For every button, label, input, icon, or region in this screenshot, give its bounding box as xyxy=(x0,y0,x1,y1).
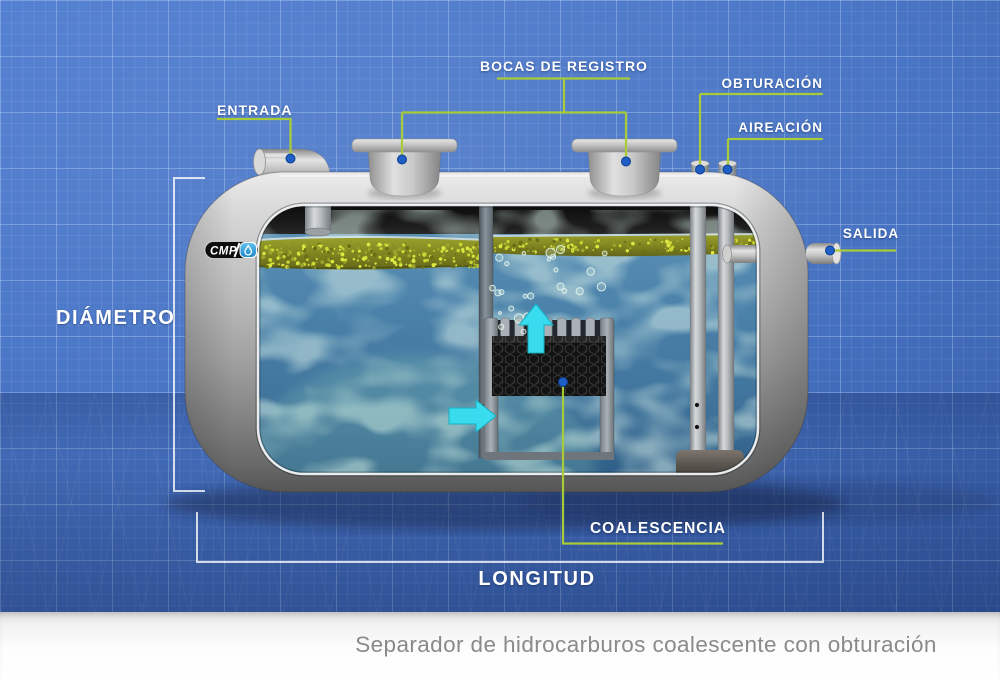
label-aireacion: AIREACIÓN xyxy=(738,120,823,135)
pipe-hole xyxy=(694,402,700,408)
outlet-pipe xyxy=(806,242,842,265)
label-entrada: ENTRADA xyxy=(217,102,293,118)
label-obturacion: OBTURACIÓN xyxy=(721,76,823,91)
length-dimension-bracket xyxy=(196,512,824,563)
logo-brand-text: CMP xyxy=(210,246,237,258)
label-bocas-de-registro: BOCAS DE REGISTRO xyxy=(480,58,648,74)
marker-dot-manhole-left xyxy=(397,154,407,165)
inlet-drop-pipe xyxy=(304,205,332,237)
outlet-pipe-inner xyxy=(722,244,758,264)
marker-dot-coalescencia xyxy=(558,377,568,387)
aireacion-pipe xyxy=(717,205,735,454)
leader-line-bocas-de-registro xyxy=(400,77,630,157)
diameter-dimension-bracket xyxy=(173,177,205,492)
marker-dot-entrada xyxy=(285,153,296,164)
obturador-pipe xyxy=(689,205,707,454)
manhole-right xyxy=(571,138,678,199)
callout-marker-dots xyxy=(285,153,835,387)
flow-up-arrow-icon xyxy=(517,303,555,354)
cmp-logo: CMP xyxy=(204,241,259,259)
label-diametro: DIÁMETRO xyxy=(56,307,176,329)
flow-in-arrow-icon xyxy=(448,398,497,434)
leader-line-coalescencia xyxy=(561,384,723,545)
leader-line-obturacion xyxy=(698,92,823,165)
tank-interior xyxy=(258,205,758,474)
leader-line-aireacion xyxy=(726,137,823,165)
callout-leader-lines xyxy=(217,77,896,545)
pipe-hole xyxy=(694,424,700,430)
marker-dot-aireacion xyxy=(722,164,733,175)
filter-honeycomb-block xyxy=(492,336,606,396)
manhole-left xyxy=(351,138,458,199)
marker-dot-salida xyxy=(825,245,835,256)
marker-dot-manhole-right xyxy=(621,156,631,167)
caption-text: Separador de hidrocarburos coalescente c… xyxy=(355,632,937,657)
obturador-base-block xyxy=(676,450,744,474)
water-drop-icon xyxy=(244,244,253,256)
cutaway-window-rim xyxy=(256,203,760,476)
marker-dot-obturacion xyxy=(695,164,705,175)
caption-band: Separador de hidrocarburos coalescente c… xyxy=(0,612,1000,679)
label-coalescencia: COALESCENCIA xyxy=(589,520,727,537)
water-glow xyxy=(258,355,595,474)
label-salida: SALIDA xyxy=(842,226,900,241)
bubbles xyxy=(489,244,608,336)
leader-line-entrada xyxy=(217,117,292,154)
label-longitud: LONGITUD xyxy=(478,568,596,590)
